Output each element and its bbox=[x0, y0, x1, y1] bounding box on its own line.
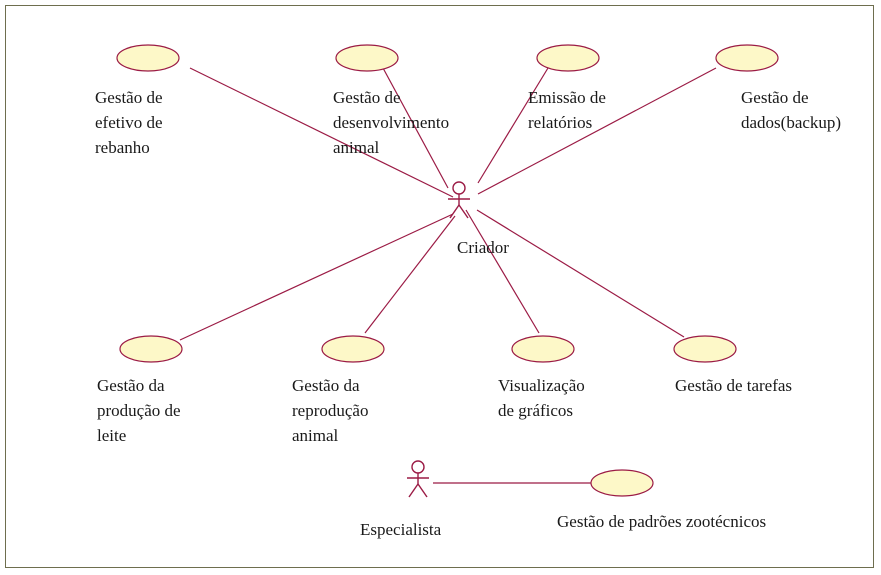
use-case-efetivo-label: Gestão de efetivo de rebanho bbox=[95, 88, 163, 157]
use-case-efetivo-label-line: rebanho bbox=[95, 138, 150, 157]
use-case-leite-ellipse[interactable] bbox=[119, 335, 183, 363]
association-leite bbox=[179, 213, 454, 341]
actor-criador-label: Criador bbox=[457, 238, 509, 257]
use-cases bbox=[116, 44, 779, 497]
use-case-backup-label-line: dados(backup) bbox=[741, 113, 841, 132]
use-case-desenvolvimento-label-line: desenvolvimento bbox=[333, 113, 449, 132]
use-case-relatorios-label-line: relatórios bbox=[528, 113, 592, 132]
association-desenvolvimento bbox=[382, 67, 449, 189]
use-case-graficos-ellipse[interactable] bbox=[511, 335, 575, 363]
use-case-efetivo-label-line: efetivo de bbox=[95, 113, 163, 132]
use-case-graficos-label: Visualização de gráficos bbox=[498, 376, 585, 420]
use-case-desenvolvimento-label-line: Gestão de bbox=[333, 88, 401, 107]
use-case-backup-ellipse[interactable] bbox=[715, 44, 779, 72]
use-case-desenvolvimento-label: Gestão de desenvolvimento animal bbox=[333, 88, 449, 157]
use-case-leite-label-line: leite bbox=[97, 426, 126, 445]
use-case-tarefas-label: Gestão de tarefas bbox=[675, 376, 792, 395]
use-case-desenvolvimento-label-line: animal bbox=[333, 138, 380, 157]
use-case-relatorios-label-line: Emissão de bbox=[528, 88, 606, 107]
use-case-padroes-label: Gestão de padrões zootécnicos bbox=[557, 512, 766, 531]
use-case-graficos-label-line: Visualização bbox=[498, 376, 585, 395]
association-lines bbox=[179, 67, 717, 484]
use-case-tarefas-label-line: Gestão de tarefas bbox=[675, 376, 792, 395]
association-graficos bbox=[465, 209, 540, 334]
association-efetivo bbox=[189, 67, 454, 198]
use-case-reproducao-label: Gestão da reprodução animal bbox=[292, 376, 368, 445]
use-case-backup-label: Gestão de dados(backup) bbox=[741, 88, 841, 132]
use-case-padroes-ellipse[interactable] bbox=[590, 469, 654, 497]
use-case-leite-label: Gestão da produção de leite bbox=[97, 376, 181, 445]
association-tarefas bbox=[476, 209, 685, 338]
use-case-efetivo-ellipse[interactable] bbox=[116, 44, 180, 72]
actor-especialista-label: Especialista bbox=[360, 520, 442, 539]
diagram-frame bbox=[5, 5, 874, 568]
use-case-reproducao-label-line: reprodução bbox=[292, 401, 368, 420]
use-case-reproducao-ellipse[interactable] bbox=[321, 335, 385, 363]
use-case-tarefas-ellipse[interactable] bbox=[673, 335, 737, 363]
use-case-leite-label-line: Gestão da bbox=[97, 376, 165, 395]
use-case-efetivo-label-line: Gestão de bbox=[95, 88, 163, 107]
use-case-reproducao-label-line: animal bbox=[292, 426, 339, 445]
use-case-relatorios-label: Emissão de relatórios bbox=[528, 88, 606, 132]
use-case-backup-label-line: Gestão de bbox=[741, 88, 809, 107]
use-case-reproducao-label-line: Gestão da bbox=[292, 376, 360, 395]
association-reproducao bbox=[364, 215, 456, 334]
actor-criador-icon[interactable] bbox=[448, 181, 470, 219]
use-case-leite-label-line: produção de bbox=[97, 401, 181, 420]
association-backup bbox=[477, 67, 717, 195]
actor-especialista-icon[interactable] bbox=[407, 460, 429, 498]
use-case-graficos-label-line: de gráficos bbox=[498, 401, 573, 420]
use-case-relatorios-ellipse[interactable] bbox=[536, 44, 600, 72]
use-case-desenvolvimento-ellipse[interactable] bbox=[335, 44, 399, 72]
use-case-padroes-label-line: Gestão de padrões zootécnicos bbox=[557, 512, 766, 531]
association-relatorios bbox=[477, 67, 549, 184]
labels: Gestão de efetivo de rebanho Gestão de dese… bbox=[95, 88, 841, 539]
